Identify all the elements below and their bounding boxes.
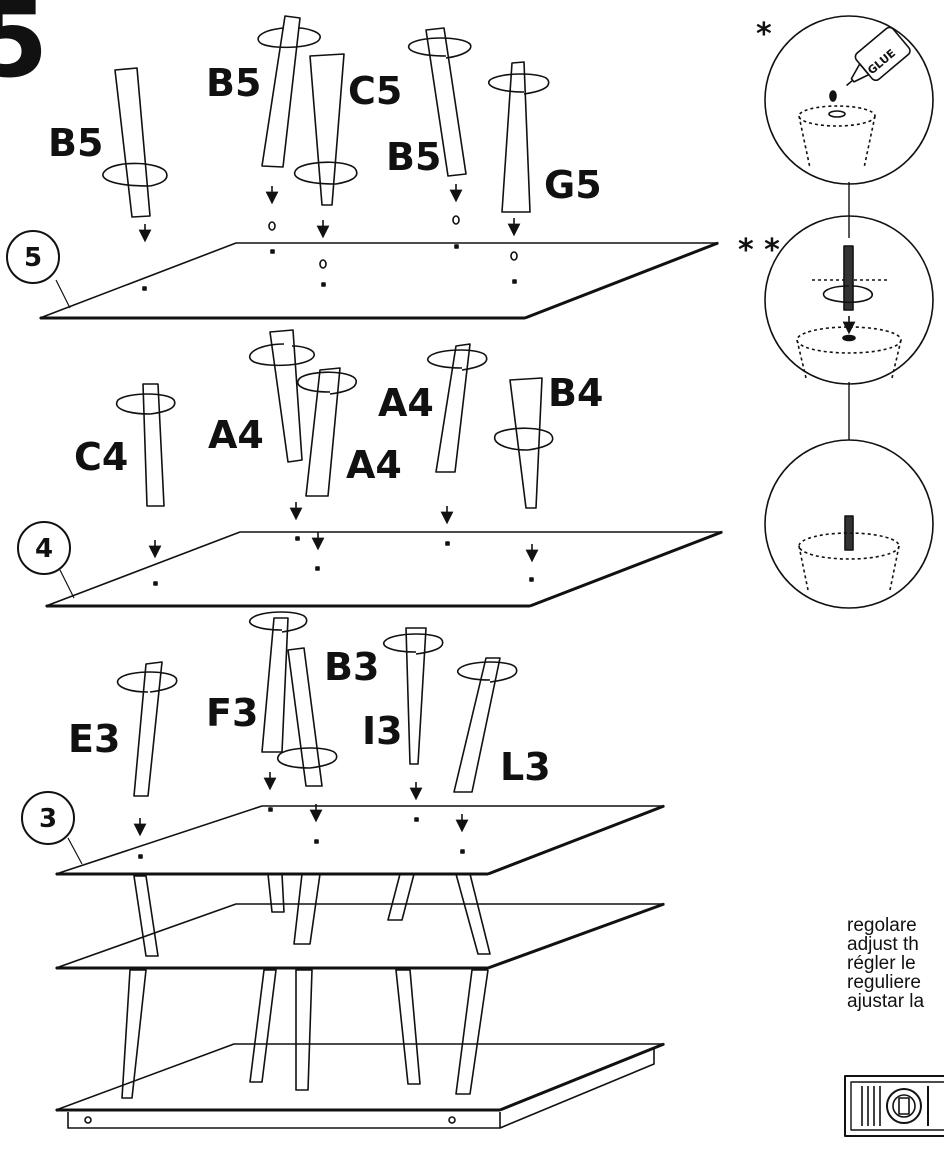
label-f3: F3	[206, 691, 258, 735]
note-line-en: adjust th	[847, 934, 919, 955]
rotate-arrow	[103, 163, 167, 186]
adjustment-foot-icon	[845, 1076, 944, 1136]
note-line-it: regolare	[847, 916, 917, 936]
label-a4-left: A4	[208, 413, 264, 457]
threaded-rod-icon	[844, 246, 853, 310]
marker-glue: *	[756, 17, 772, 52]
level-circle-5	[7, 231, 59, 283]
label-e3: E3	[68, 717, 120, 761]
label-b4: B4	[548, 371, 603, 415]
base-plinth	[68, 1112, 500, 1128]
detail-circle-screw	[765, 216, 933, 384]
marker-screw: * *	[738, 233, 780, 268]
leg-a4-left	[270, 330, 302, 462]
shelf-4	[46, 532, 722, 606]
label-b3: B3	[324, 645, 379, 689]
label-a4-right: A4	[378, 381, 434, 425]
shelf-5	[40, 243, 718, 318]
note-line-de: reguliere	[847, 972, 921, 993]
label-b5-left: B5	[48, 121, 103, 165]
leg-a4-right	[436, 344, 470, 472]
label-b5-right: B5	[386, 135, 441, 179]
leg-l3	[454, 658, 500, 792]
label-a4-center: A4	[346, 443, 402, 487]
level-number-4: 4	[35, 534, 53, 564]
leg-g5	[502, 62, 530, 212]
label-g5: G5	[544, 163, 602, 207]
leg-i3	[406, 628, 426, 764]
adjustment-note: regolare adjust th régler le reguliere a…	[847, 916, 944, 1011]
glue-label: GLUE	[865, 47, 898, 78]
leg-e3	[134, 662, 162, 796]
leg-b5-left	[115, 68, 150, 217]
level-number-3: 3	[39, 804, 57, 834]
leg-b5-center	[262, 16, 300, 167]
note-line-es: ajustar la	[847, 991, 925, 1011]
leg-f3	[262, 618, 288, 752]
label-b5-center: B5	[206, 61, 261, 105]
label-c5: C5	[348, 69, 402, 113]
level-circle-4	[18, 522, 70, 574]
label-c4: C4	[74, 435, 128, 479]
base-shelf	[56, 1044, 664, 1110]
leg-c5	[310, 54, 344, 205]
label-i3: I3	[362, 709, 403, 753]
label-l3: L3	[500, 745, 551, 789]
detail-circle-glue	[765, 16, 933, 184]
note-line-fr: régler le	[847, 953, 916, 974]
glue-bottle-icon	[835, 25, 912, 97]
step-number: 5	[0, 0, 49, 101]
leg-b3	[288, 648, 322, 786]
leg-a4-center	[306, 368, 340, 496]
leg-b4	[510, 378, 542, 508]
level-number-5: 5	[24, 243, 42, 273]
leg-b5-right	[426, 28, 466, 176]
leg-c4	[143, 384, 164, 506]
level-circle-3	[22, 792, 74, 844]
detail-circle-result	[765, 440, 933, 608]
